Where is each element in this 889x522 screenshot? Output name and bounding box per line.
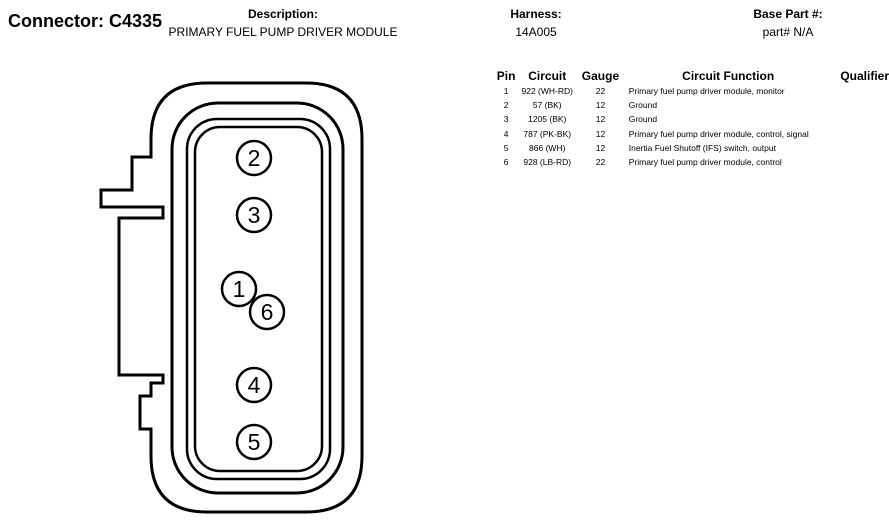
connector-title: Connector: C4335 bbox=[8, 11, 163, 31]
row-circuit: 1205 (BK) bbox=[528, 114, 567, 125]
row-function: Ground bbox=[628, 114, 658, 125]
row-function: Inertia Fuel Shutoff (IFS) switch, outpu… bbox=[628, 142, 776, 153]
row-function: Ground bbox=[628, 100, 658, 111]
harness-label: Harness: bbox=[510, 7, 562, 21]
pin-4-label: 4 bbox=[248, 372, 261, 398]
pin-3-label: 3 bbox=[248, 202, 261, 228]
pin-2-label: 2 bbox=[248, 145, 261, 171]
pin-1: 1 bbox=[220, 270, 258, 308]
row-pin: 3 bbox=[503, 114, 509, 125]
pin-1-label: 1 bbox=[233, 276, 246, 302]
row-pin: 6 bbox=[503, 157, 509, 168]
row-function: Primary fuel pump driver module, monitor bbox=[628, 86, 785, 97]
pin-6: 6 bbox=[248, 293, 286, 331]
pin-4: 4 bbox=[235, 366, 273, 404]
row-circuit: 787 (PK-BK) bbox=[523, 128, 572, 139]
table-row: 3 1205 (BK) 12 Ground bbox=[494, 112, 889, 126]
row-circuit: 866 (WH) bbox=[529, 142, 566, 153]
row-gauge: 12 bbox=[595, 100, 606, 111]
row-gauge: 12 bbox=[595, 114, 606, 125]
description-value: PRIMARY FUEL PUMP DRIVER MODULE bbox=[168, 25, 398, 39]
row-gauge: 12 bbox=[595, 142, 606, 153]
row-pin: 4 bbox=[503, 128, 509, 139]
table-row: 5 866 (WH) 12 Inertia Fuel Shutoff (IFS)… bbox=[494, 141, 889, 155]
pin-5-label: 5 bbox=[248, 429, 261, 455]
pin-cavity-inner bbox=[193, 125, 324, 473]
pin-5: 5 bbox=[235, 423, 273, 461]
column-header-circuit: Circuit bbox=[528, 69, 567, 83]
row-gauge: 12 bbox=[595, 128, 606, 139]
table-row: 2 57 (BK) 12 Ground bbox=[494, 98, 889, 112]
row-function: Primary fuel pump driver module, control… bbox=[628, 128, 809, 139]
row-circuit: 928 (LB-RD) bbox=[523, 157, 572, 168]
base-part-label: Base Part #: bbox=[753, 7, 823, 21]
column-header-gauge: Gauge bbox=[581, 69, 620, 83]
row-gauge: 22 bbox=[595, 157, 606, 168]
column-header-function: Circuit Function bbox=[682, 69, 775, 83]
table-row: 1 922 (WH-RD) 22 Primary fuel pump drive… bbox=[494, 84, 889, 98]
pin-table: Pin Circuit Gauge Circuit Function Quali… bbox=[494, 68, 889, 169]
description-label: Description: bbox=[247, 7, 318, 21]
column-header-pin: Pin bbox=[496, 69, 516, 83]
pin-3: 3 bbox=[235, 196, 273, 234]
pin-table-header: Pin Circuit Gauge Circuit Function Quali… bbox=[494, 68, 889, 84]
pin-6-label: 6 bbox=[261, 299, 274, 325]
harness-value: 14A005 bbox=[515, 25, 557, 39]
pin-2: 2 bbox=[235, 139, 273, 177]
row-pin: 1 bbox=[503, 86, 509, 97]
connector-seal-outline bbox=[170, 101, 345, 495]
pin-cavity-outer bbox=[185, 117, 332, 481]
table-row: 6 928 (LB-RD) 22 Primary fuel pump drive… bbox=[494, 155, 889, 169]
row-pin: 5 bbox=[503, 142, 509, 153]
row-function: Primary fuel pump driver module, control bbox=[628, 157, 782, 168]
row-pin: 2 bbox=[503, 100, 509, 111]
base-part-value: part# N/A bbox=[762, 25, 814, 39]
row-circuit: 57 (BK) bbox=[532, 100, 562, 111]
column-header-qualifier: Qualifier bbox=[840, 69, 889, 83]
row-circuit: 922 (WH-RD) bbox=[521, 86, 573, 97]
row-gauge: 22 bbox=[595, 86, 606, 97]
connector-housing-outline bbox=[99, 81, 364, 514]
table-row: 4 787 (PK-BK) 12 Primary fuel pump drive… bbox=[494, 127, 889, 141]
